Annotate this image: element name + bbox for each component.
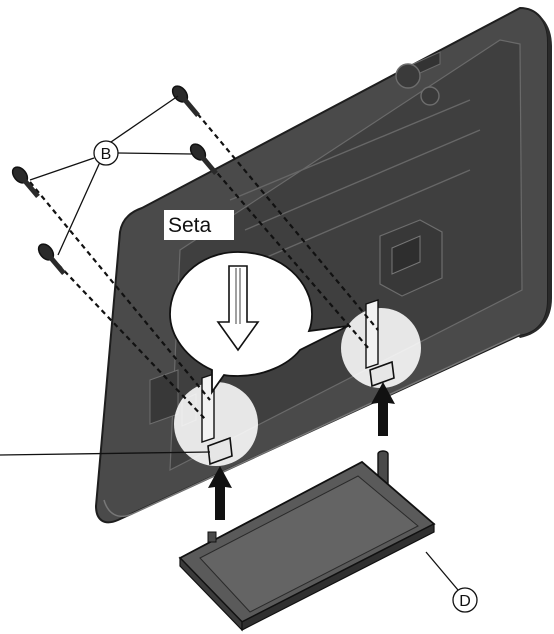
label-d-circle (452, 587, 478, 613)
highlight-left (174, 382, 258, 466)
bracket-pole-right (365, 299, 379, 369)
slot-left (207, 436, 233, 466)
leader-line (29, 157, 95, 181)
leader-line (425, 551, 459, 591)
stand-stub (207, 531, 217, 543)
bracket-pole-left (201, 373, 215, 443)
callout-b: B (29, 95, 193, 256)
mounting-slots (201, 299, 395, 466)
down-arrow-icon (216, 265, 260, 352)
stand-side (241, 523, 435, 631)
screw-icon (37, 243, 66, 276)
screw-path (185, 99, 379, 331)
tv-boss (420, 86, 440, 106)
slot-right (369, 360, 395, 388)
insert-arrows (208, 382, 395, 520)
screw-icon (11, 166, 40, 199)
callout-d: D (425, 551, 478, 613)
tv-side-edge (518, 8, 552, 338)
label-b-circle (93, 140, 119, 166)
screw-icon (189, 143, 218, 176)
screw-paths (29, 99, 379, 421)
up-arrow-icon (371, 382, 395, 436)
speech-bubble (169, 251, 349, 395)
highlight-right (341, 308, 421, 388)
leader-line (57, 161, 101, 256)
label-d: D (459, 593, 471, 610)
tv-rear-panel (94, 6, 552, 524)
screw-icon (171, 85, 200, 118)
label-b: B (101, 146, 112, 163)
tv-connector-detail (391, 235, 421, 275)
arrow-bubble: Seta (164, 210, 349, 395)
arrow-caption: Seta (168, 214, 212, 237)
caption-box (164, 210, 234, 240)
tv-boss (395, 63, 421, 89)
up-arrow-icon (208, 466, 232, 520)
tv-panel-line (229, 99, 481, 261)
stand (178, 450, 436, 632)
screw-path (29, 181, 211, 401)
screw-path (51, 257, 207, 421)
screw-path (205, 159, 371, 351)
tv-bottom-rim (103, 333, 521, 518)
highlight-zones (174, 308, 421, 466)
stand-top-recess (199, 475, 419, 613)
leader-line (117, 152, 193, 155)
leader-line-left (0, 451, 211, 456)
